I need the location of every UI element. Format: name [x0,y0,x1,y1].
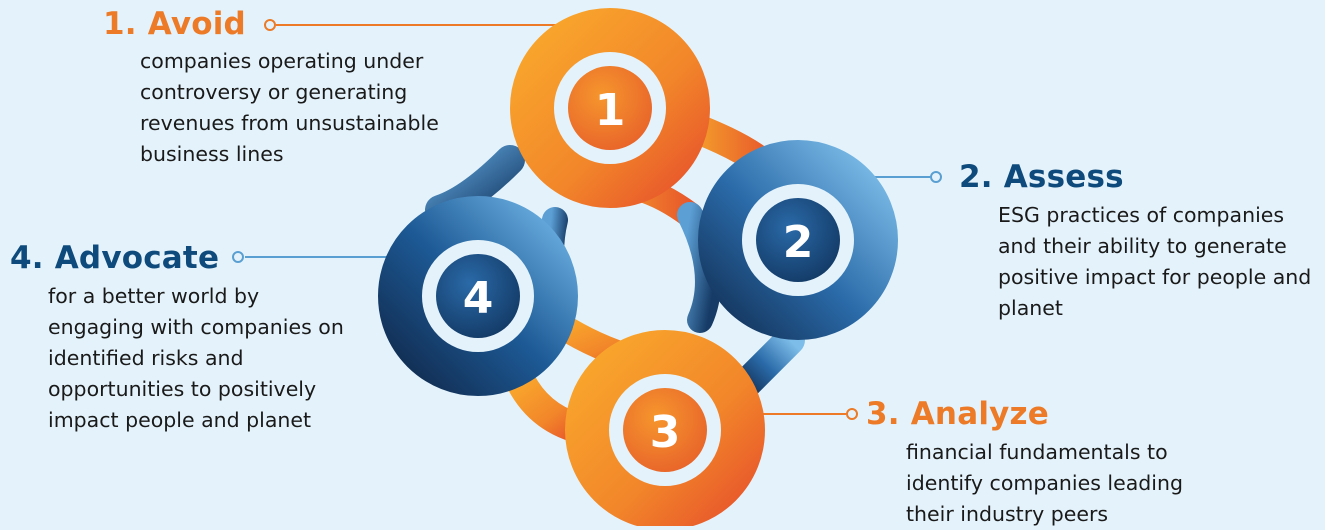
step-3-title: 3. Analyze [866,396,1050,432]
connector-lines [232,19,942,420]
ring-2 [698,140,898,340]
step-2-title: 2. Assess [959,159,1124,195]
step-1-title: 1. Avoid [103,6,246,42]
ring-1 [510,8,710,208]
step-2-description: ESG practices of companies and their abi… [998,203,1312,320]
ring-4 [378,196,578,396]
ring-step-1: 1 [510,8,710,208]
step-4-description: for a better world by engaging with comp… [48,284,344,432]
number-2: 2 [783,217,814,268]
badge-1 [568,66,652,150]
badge-3 [623,388,707,472]
connector-dot-2 [930,171,942,183]
step-4-title: 4. Advocate [10,240,220,276]
connector-dot-4 [232,251,244,263]
step-3-description: financial fundamentals to identify compa… [906,440,1183,526]
outer-link-2-3 [730,325,805,400]
ring-3 [565,330,765,526]
connector-dot-3 [846,408,858,420]
ring-step-3: 3 [565,330,765,526]
connector-dot-1 [264,19,276,31]
badge-4 [436,254,520,338]
badge-2 [756,198,840,282]
number-1: 1 [595,85,626,136]
number-4: 4 [463,273,494,324]
ring-step-2: 2 [698,140,898,340]
step-1-description: companies operating under controversy or… [140,49,439,166]
number-3: 3 [650,407,681,458]
ring-step-4: 4 [378,196,578,396]
